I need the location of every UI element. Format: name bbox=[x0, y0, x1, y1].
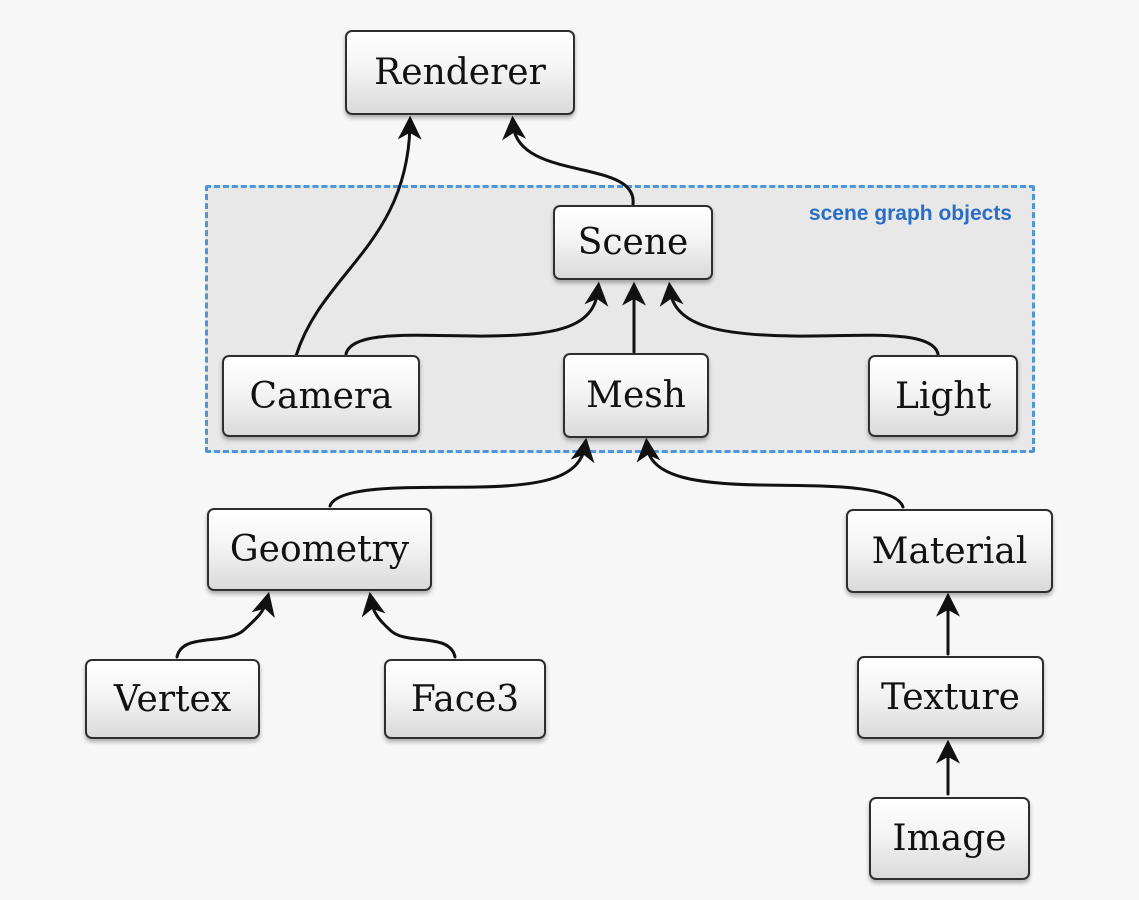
node-scene: Scene bbox=[553, 205, 713, 280]
node-texture-label: Texture bbox=[881, 677, 1020, 718]
node-renderer: Renderer bbox=[345, 30, 575, 115]
node-texture: Texture bbox=[857, 656, 1044, 739]
node-image-label: Image bbox=[892, 818, 1007, 859]
node-camera: Camera bbox=[222, 355, 420, 437]
edge-face3-to-geometry bbox=[361, 591, 457, 659]
node-vertex-label: Vertex bbox=[113, 678, 232, 720]
node-scene-label: Scene bbox=[577, 222, 689, 263]
node-image: Image bbox=[869, 797, 1030, 880]
node-mesh-label: Mesh bbox=[586, 375, 686, 416]
node-face3: Face3 bbox=[384, 659, 546, 739]
node-material: Material bbox=[846, 509, 1053, 593]
node-material-label: Material bbox=[871, 530, 1028, 572]
node-light-label: Light bbox=[894, 375, 992, 417]
node-geometry: Geometry bbox=[207, 508, 432, 591]
node-vertex: Vertex bbox=[85, 659, 260, 739]
node-face3-label: Face3 bbox=[410, 678, 520, 720]
edge-material-to-mesh bbox=[636, 437, 905, 509]
node-geometry-label: Geometry bbox=[229, 529, 410, 570]
node-renderer-label: Renderer bbox=[374, 52, 546, 93]
edge-vertex-to-geometry bbox=[175, 591, 275, 659]
node-camera-label: Camera bbox=[249, 375, 393, 417]
edge-geometry-to-mesh bbox=[328, 437, 595, 508]
node-light: Light bbox=[868, 355, 1018, 437]
node-mesh: Mesh bbox=[563, 353, 709, 438]
scene-graph-region-label: scene graph objects bbox=[808, 202, 1012, 225]
